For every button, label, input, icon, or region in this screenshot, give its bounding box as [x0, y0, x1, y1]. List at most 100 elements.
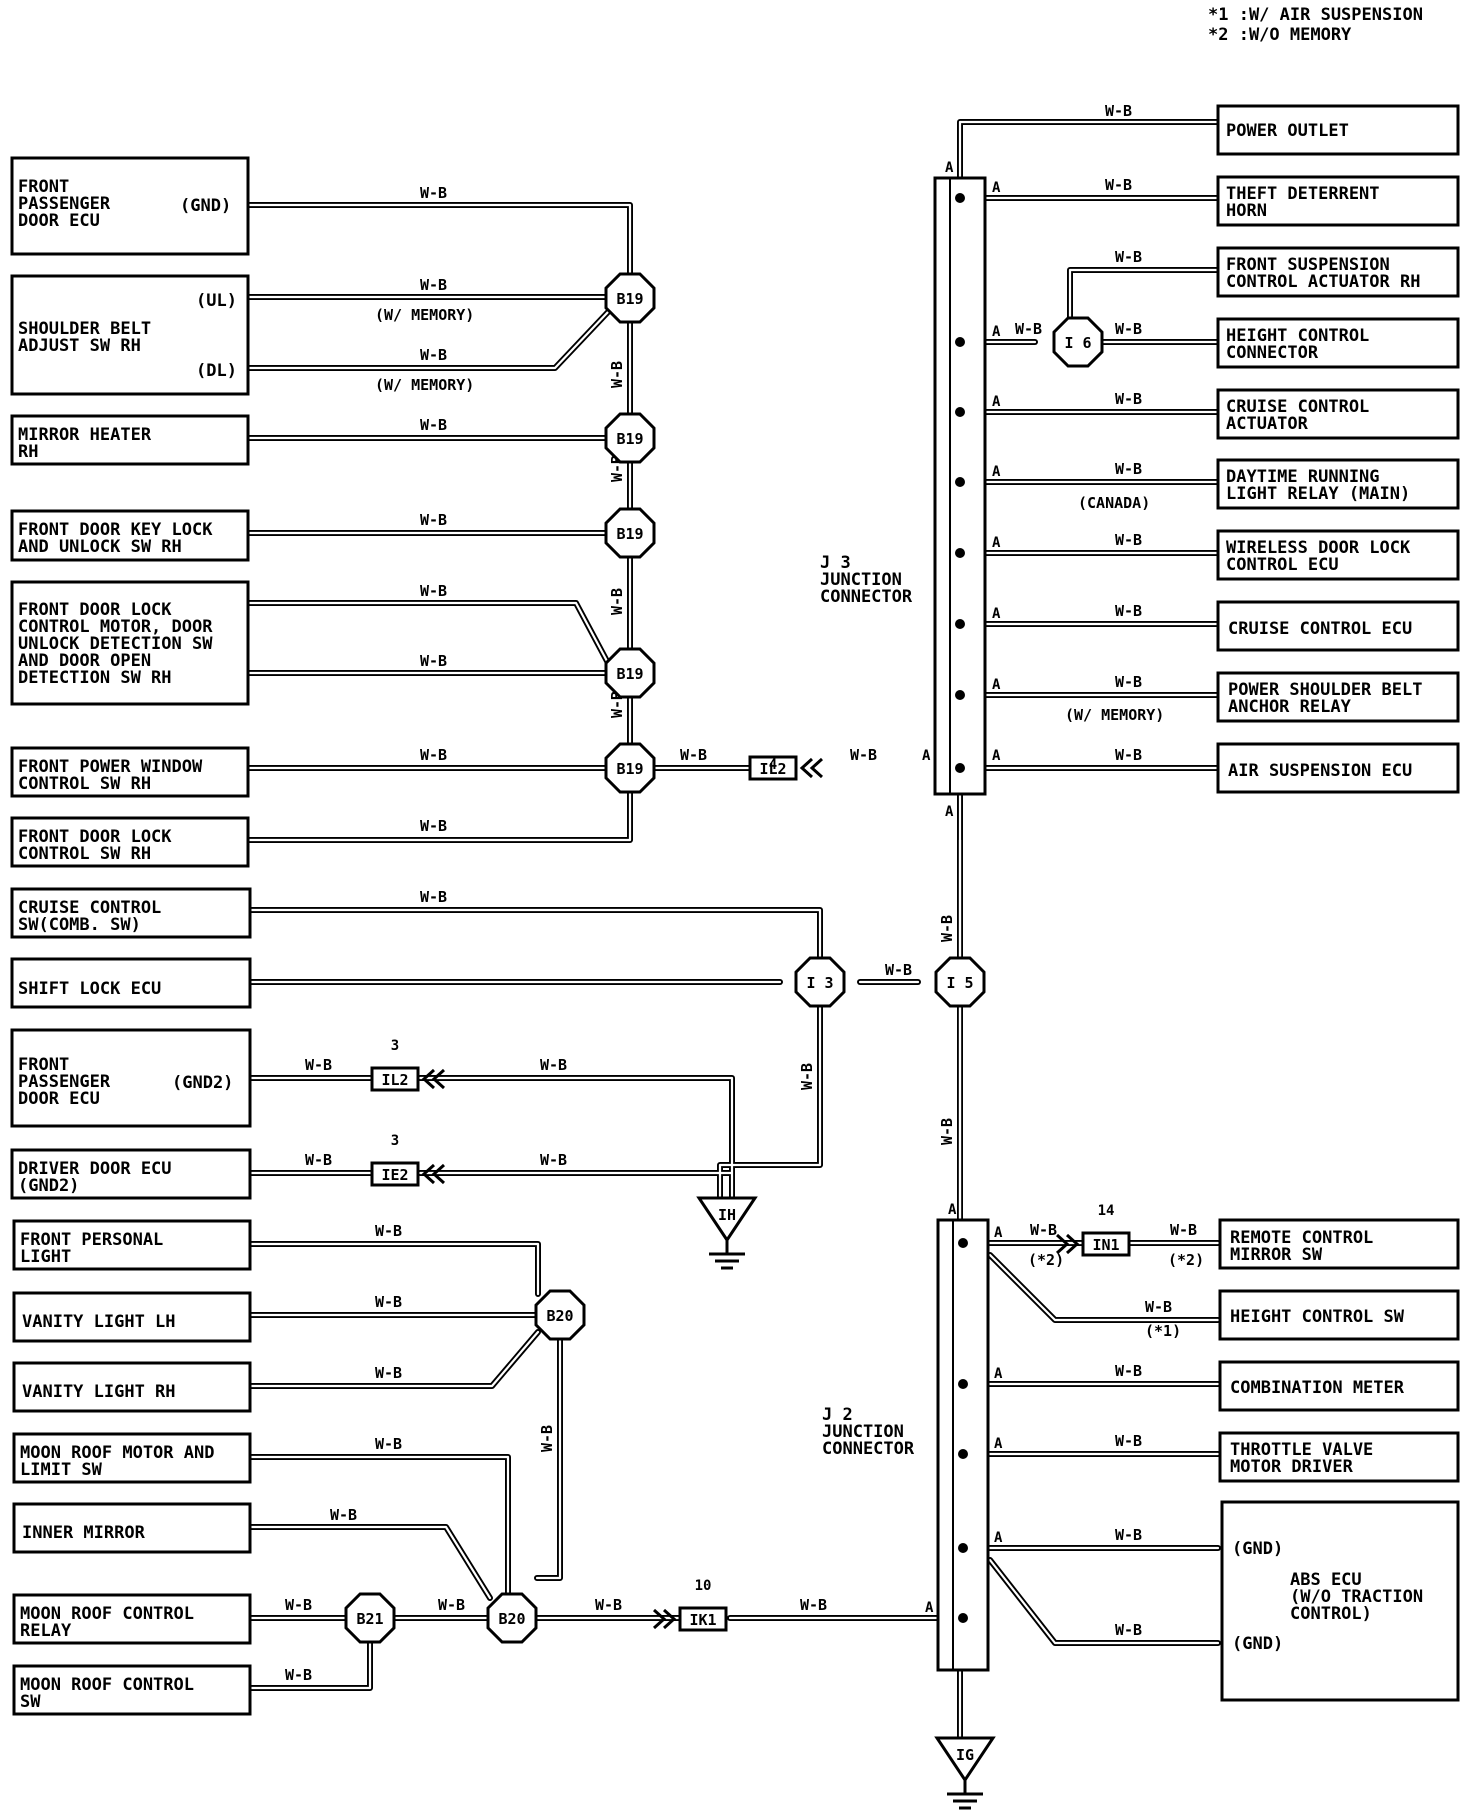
left-component-9-label: FRONT	[18, 1055, 69, 1075]
left-component-11-label: FRONT PERSONAL	[20, 1230, 163, 1250]
left-component-0-label: DOOR ECU	[18, 211, 100, 231]
wire-color-label: W-B	[375, 1293, 402, 1311]
junction-label: I 5	[946, 974, 973, 992]
left-component-16-label: MOON ROOF CONTROL	[20, 1604, 194, 1624]
wire-color-label: W-B	[420, 346, 447, 364]
junction-b20: B20	[534, 1289, 586, 1341]
wire-color-label: W-B	[438, 1596, 465, 1614]
pin-letter: A	[945, 160, 954, 176]
left-component-3-label: FRONT DOOR KEY LOCK	[18, 520, 213, 540]
left-component-6-label: CONTROL SW RH	[18, 844, 151, 864]
pin-letter: A	[992, 324, 1001, 340]
right-component-14-label: ABS ECU	[1290, 1570, 1362, 1590]
wire-color-label: W-B	[938, 915, 956, 942]
junction-label: B20	[546, 1307, 573, 1325]
inline-connector-pin: 3	[391, 1133, 399, 1149]
ground-label: IG	[956, 1746, 974, 1764]
right-component-14-label: CONTROL)	[1290, 1604, 1372, 1624]
pin-letter: A	[992, 748, 1001, 764]
junction-b19: B19	[604, 507, 656, 559]
j2-junction-connector	[936, 1218, 990, 1672]
inline-connector-id: IL2	[381, 1071, 408, 1089]
pin-letter: A	[994, 1530, 1003, 1546]
junction-label: I 3	[806, 974, 833, 992]
component-pin-label: (GND2)	[172, 1073, 233, 1093]
left-component-8-label: SHIFT LOCK ECU	[18, 979, 161, 999]
junction-i5: I 5	[934, 956, 986, 1008]
left-component-15-label: INNER MIRROR	[22, 1523, 146, 1543]
right-component-12-label: COMBINATION METER	[1230, 1378, 1405, 1398]
junction-label: B21	[356, 1610, 383, 1628]
left-component-2-label: RH	[18, 442, 38, 462]
wire-color-label: W-B	[1115, 531, 1142, 549]
right-component-9: AIR SUSPENSION ECU	[1216, 742, 1460, 794]
right-component-2-label: CONTROL ACTUATOR RH	[1226, 272, 1420, 292]
left-component-14-label: LIMIT SW	[20, 1460, 103, 1480]
wire-color-label: W-B	[420, 416, 447, 434]
wire-color-label: W-B	[1145, 1298, 1172, 1316]
splice-dot	[958, 1238, 968, 1248]
junction-label: B19	[616, 290, 643, 308]
left-component-8: SHIFT LOCK ECU	[10, 957, 252, 1009]
pin-letter: A	[992, 464, 1001, 480]
wire-color-label: W-B	[1115, 390, 1142, 408]
right-component-6-label: WIRELESS DOOR LOCK	[1226, 538, 1411, 558]
wire-color-label: W-B	[1115, 602, 1142, 620]
note-wo-memory: *2 :W/O MEMORY	[1208, 25, 1352, 45]
right-component-12: COMBINATION METER	[1218, 1360, 1460, 1412]
right-component-11-label: HEIGHT CONTROL SW	[1230, 1307, 1405, 1327]
right-component-0: POWER OUTLET	[1216, 104, 1460, 156]
junction-b19: B19	[604, 742, 656, 794]
pin-letter: A	[922, 748, 931, 764]
inline-connector-pin: 4	[769, 757, 777, 773]
wire-color-label: W-B	[1115, 248, 1142, 266]
left-component-6-label: FRONT DOOR LOCK	[18, 827, 172, 847]
right-component-8-label: ANCHOR RELAY	[1228, 697, 1352, 717]
right-component-2-label: FRONT SUSPENSION	[1226, 255, 1390, 275]
wire-color-label: W-B	[420, 276, 447, 294]
junction-label: B19	[616, 525, 643, 543]
left-component-1-label: SHOULDER BELT	[18, 319, 151, 339]
wire-color-label: W-B	[850, 746, 877, 764]
wire-note: (*2)	[1028, 1251, 1064, 1269]
wire-color-label: W-B	[285, 1666, 312, 1684]
inline-connector-id: IK1	[689, 1611, 716, 1629]
wire-color-label: W-B	[1115, 1362, 1142, 1380]
pin-letter: A	[994, 1436, 1003, 1452]
wire-color-label: W-B	[1115, 746, 1142, 764]
right-component-3-label: HEIGHT CONTROL	[1226, 326, 1369, 346]
wire-color-label: W-B	[538, 1425, 556, 1452]
splice-dot	[955, 619, 965, 629]
inline-connector-id: IN1	[1092, 1236, 1119, 1254]
wire-color-label: W-B	[540, 1056, 567, 1074]
wire-note: (CANADA)	[1078, 494, 1150, 512]
right-component-13-label: MOTOR DRIVER	[1230, 1457, 1354, 1477]
wire-note: (W/ MEMORY)	[1065, 706, 1164, 724]
wire-color-label: W-B	[375, 1435, 402, 1453]
left-component-10-label: DRIVER DOOR ECU	[18, 1159, 172, 1179]
junction-b19: B19	[604, 647, 656, 699]
right-component-10-label: MIRROR SW	[1230, 1245, 1323, 1265]
wire-color-label: W-B	[1170, 1221, 1197, 1239]
splice-dot	[955, 337, 965, 347]
wire-color-label: W-B	[800, 1596, 827, 1614]
j3-label-line2: CONNECTOR	[820, 587, 913, 607]
pin-letter: A	[992, 677, 1001, 693]
junction-label: B19	[616, 665, 643, 683]
right-component-11: HEIGHT CONTROL SW	[1218, 1289, 1460, 1341]
wire-color-label: W-B	[1115, 320, 1142, 338]
junction-i3: I 3	[794, 956, 846, 1008]
wire-color-label: W-B	[1115, 1526, 1142, 1544]
wire-color-label: W-B	[680, 746, 707, 764]
right-component-5-label: DAYTIME RUNNING	[1226, 467, 1380, 487]
left-component-17-label: SW	[20, 1692, 41, 1712]
left-component-5-label: CONTROL SW RH	[18, 774, 151, 794]
